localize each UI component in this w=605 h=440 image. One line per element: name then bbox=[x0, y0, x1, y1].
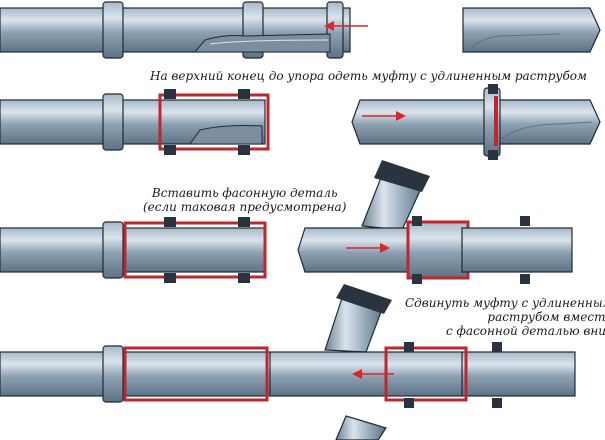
caption-step-top: На верхний конец до упора одеть муфту с … bbox=[150, 69, 587, 83]
arrow-right-icon bbox=[346, 243, 390, 253]
caption-slide-coupling: Сдвинуть муфту с удлиненным раструбом вм… bbox=[405, 296, 605, 338]
row-2-pipe-section bbox=[351, 84, 601, 160]
arrow-left-icon bbox=[352, 369, 394, 379]
caption-insert-fitting-line-1: Вставить фасонную деталь bbox=[151, 186, 338, 200]
caption-slide-coupling-line-3: с фасонной деталью вниз bbox=[446, 324, 605, 338]
row-3-pipe-with-coupling bbox=[0, 217, 267, 283]
caption-slide-coupling-line-2: раструбом вместе bbox=[487, 310, 605, 324]
caption-slide-coupling-line-1: Сдвинуть муфту с удлиненным bbox=[405, 296, 605, 310]
arrow-right-icon bbox=[362, 111, 406, 121]
row-1-pipe-section bbox=[462, 7, 601, 53]
row-5-partial-branch bbox=[335, 415, 387, 440]
arrow-left-icon bbox=[324, 21, 368, 31]
row-2-pipe-with-coupling bbox=[0, 89, 270, 155]
row-3-tee-fitting bbox=[297, 160, 573, 284]
row-1-existing-pipe bbox=[0, 1, 351, 59]
caption-insert-fitting: Вставить фасонную деталь (если таковая п… bbox=[143, 186, 346, 214]
caption-step-top-text: На верхний конец до упора одеть муфту с … bbox=[150, 69, 587, 83]
caption-insert-fitting-line-2: (если таковая предусмотрена) bbox=[143, 200, 347, 214]
